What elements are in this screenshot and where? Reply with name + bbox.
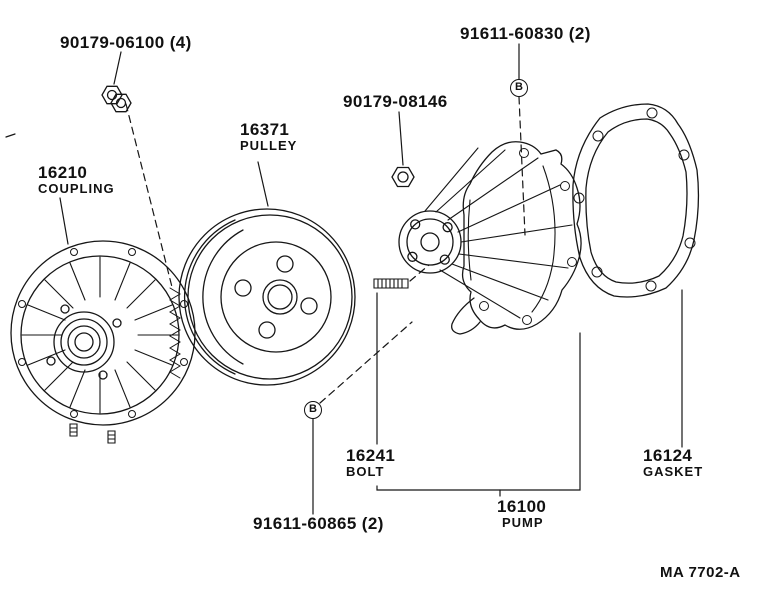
leader-lines	[5, 43, 683, 515]
part-number: 90179-06100 (4)	[60, 33, 192, 52]
fan-coupling-drawing	[10, 240, 196, 444]
part-name: BOLT	[346, 464, 385, 480]
bolt-marker-bottom: B	[304, 401, 322, 419]
pump-ribs	[424, 147, 573, 319]
bolt-marker-top: B	[510, 79, 528, 97]
callout-coupling: 16210 COUPLING	[38, 163, 115, 197]
gasket-bolt-holes	[573, 107, 696, 292]
gasket-drawing	[572, 103, 700, 298]
pump-flange-holes	[479, 148, 577, 325]
dashed-leader-lines	[125, 96, 526, 404]
pump-inlet	[451, 297, 481, 335]
pulley-drawing	[178, 208, 356, 386]
water-pump-drawing	[398, 141, 582, 335]
part-number: 16210	[38, 163, 88, 182]
coupling-fins	[21, 256, 179, 414]
part-number: 16371	[240, 120, 290, 139]
part-number: 16241	[346, 446, 396, 465]
callout-pump-bolt-bottom: 91611-60865 (2)	[253, 514, 384, 533]
part-number: 16100	[497, 497, 547, 516]
callout-pump-bolt-top: 91611-60830 (2)	[460, 24, 591, 43]
part-name: COUPLING	[38, 181, 115, 197]
callout-gasket: 16124 GASKET	[643, 446, 703, 480]
coupling-fin-stack	[169, 287, 181, 379]
part-number: 91611-60865 (2)	[253, 514, 384, 533]
part-number: 91611-60830 (2)	[460, 24, 591, 43]
pump-nut-drawing	[391, 166, 415, 188]
part-name: PULLEY	[240, 138, 298, 154]
coupling-rim-bolts	[18, 248, 188, 418]
part-number: 90179-08146	[343, 92, 448, 111]
callout-fan-nuts: 90179-06100 (4)	[60, 33, 192, 52]
callout-pulley: 16371 PULLEY	[240, 120, 297, 154]
stud-bolt-drawing	[373, 278, 409, 289]
drawing-number: MA 7702-A	[660, 564, 741, 581]
part-name: PUMP	[502, 515, 544, 531]
callout-pump-nut: 90179-08146	[343, 92, 448, 111]
callout-pump: 16100 PUMP	[497, 497, 546, 531]
fan-nuts-drawing	[101, 85, 132, 113]
part-number: 16124	[643, 446, 693, 465]
callout-bolt: 16241 BOLT	[346, 446, 395, 480]
coupling-studs	[69, 423, 116, 444]
part-name: GASKET	[643, 464, 704, 480]
